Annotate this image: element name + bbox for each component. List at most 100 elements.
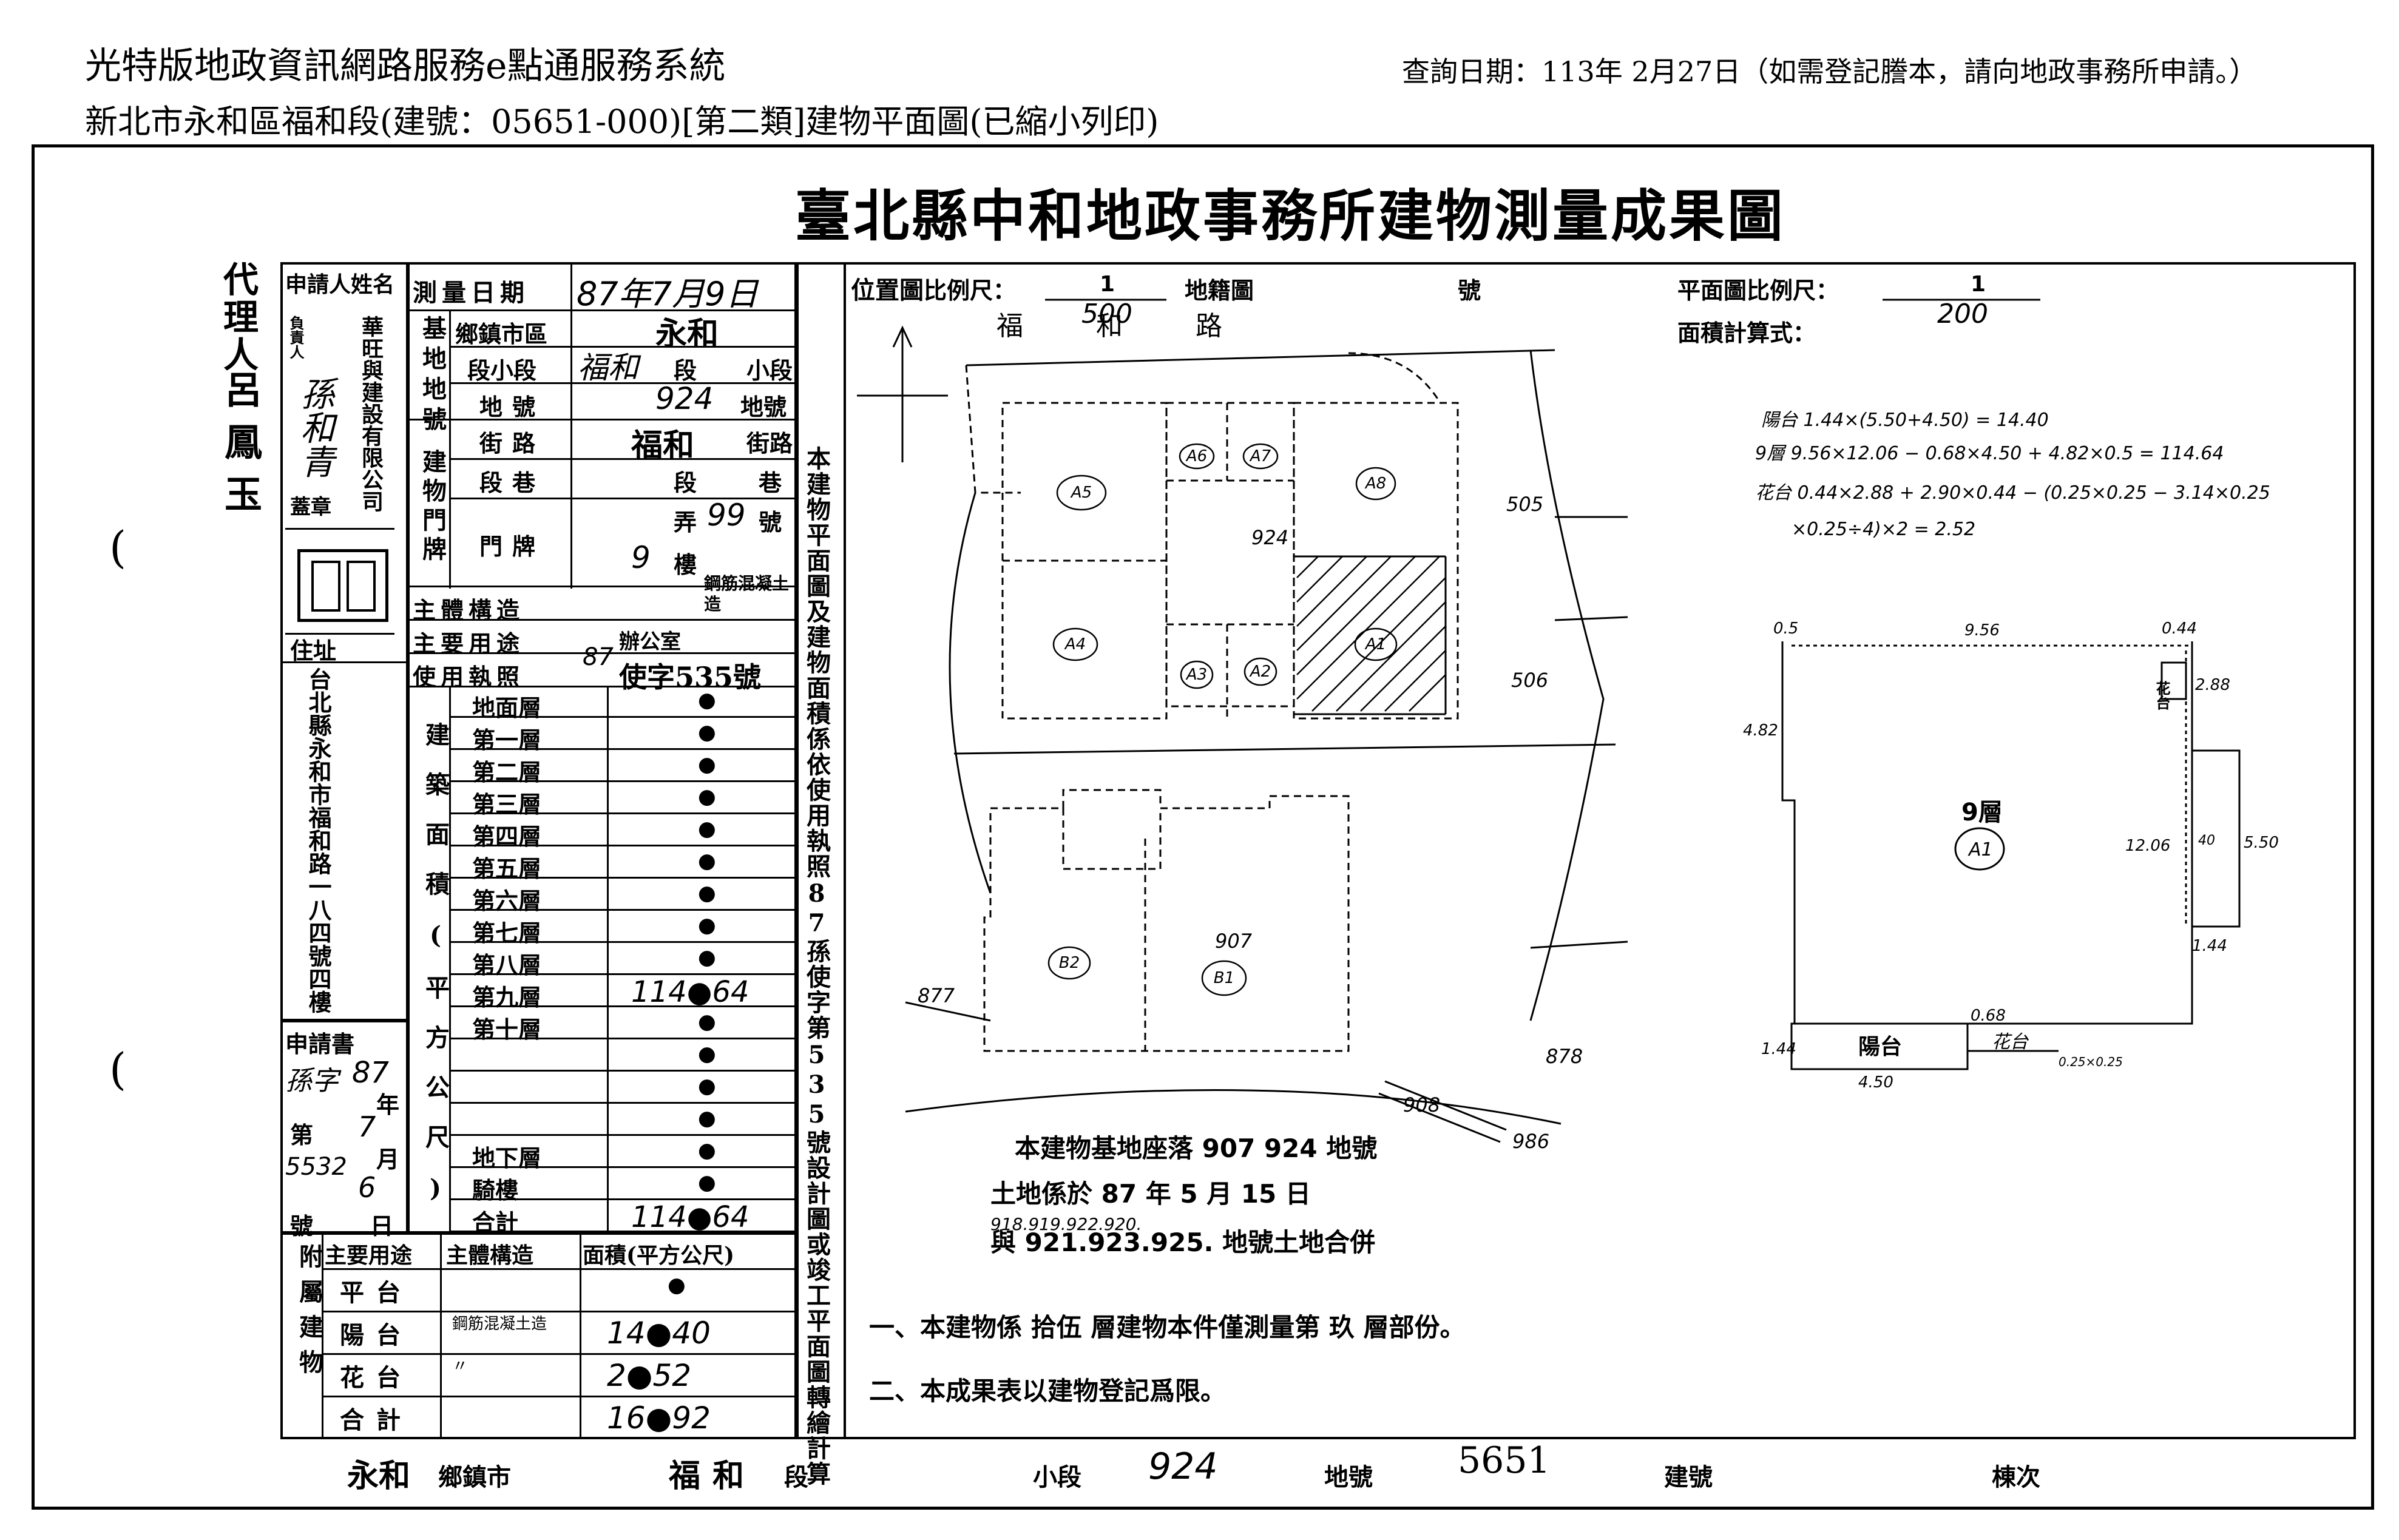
lot-924-label: 924 — [1251, 526, 1288, 549]
area-floor-value: ● — [698, 1074, 716, 1098]
col-usage: 主要用途 — [325, 1243, 413, 1268]
road-label: 福和路 — [996, 311, 1295, 342]
paren-1: ( — [109, 522, 127, 573]
document-frame — [32, 144, 2374, 1510]
attached-area: 14●40 — [607, 1315, 711, 1351]
area-divider — [449, 686, 451, 1233]
divider-3 — [449, 346, 796, 348]
footer-row: 永和 鄉鎮市 福和 段 小段 924 地號 5651 建號 棟次 — [280, 1439, 2356, 1506]
footer-building-no: 5651 — [1458, 1439, 1551, 1482]
section-label: 段小段 — [467, 357, 537, 384]
map-scale-label: 比例尺： — [924, 277, 1016, 304]
dim-144r: 1.44 — [2192, 937, 2227, 955]
area-floor-name: 地面層 — [472, 694, 542, 721]
dim-1206: 12.06 — [2125, 837, 2170, 855]
area-floor-value: ● — [698, 1106, 716, 1130]
footer-count-label: 棟次 — [1992, 1463, 2040, 1491]
plan-scale-label: 平面圖比例尺： — [1677, 277, 1839, 304]
application-word: 孫字 — [285, 1066, 339, 1096]
lot-907-label: 907 — [1215, 930, 1253, 953]
plan-scale-num: 1 — [1971, 272, 1986, 297]
dim-068: 0.68 — [1971, 1007, 2006, 1025]
area-floor-value: ● — [698, 817, 716, 841]
section-suffix: 段 — [674, 357, 697, 384]
agent-name: 呂鳳玉 — [218, 370, 262, 527]
company-name: 華旺與建設有限公司 — [358, 316, 384, 512]
area-row: 第六層 ● — [449, 879, 796, 914]
year-suffix: 年 — [376, 1091, 400, 1118]
permit-prefix: 87 — [583, 643, 614, 671]
divider-10 — [408, 652, 796, 654]
footer-subsection-label: 小段 — [1033, 1463, 1081, 1491]
hatch-area — [1296, 556, 1446, 712]
area-row: ● — [449, 1072, 796, 1104]
attached-divider-3 — [580, 1233, 581, 1439]
divider-5 — [408, 419, 796, 420]
attached-table — [280, 1233, 796, 1439]
application-no: 5532 — [285, 1153, 347, 1181]
area-floor-value: ● — [698, 945, 716, 970]
area-row: 騎樓 ● — [449, 1168, 796, 1204]
area-row: 地下層● — [449, 1136, 796, 1172]
side-40: 40 — [2198, 833, 2215, 848]
calc-3: 花台 0.44×2.88 + 2.90×0.44 − (0.25×0.25 − … — [1755, 482, 2270, 504]
base-note-4: 與 921.923.925. 地號土地合併 — [990, 1228, 1375, 1257]
owner-label: 負責人 — [287, 316, 305, 359]
attached-struct: 鋼筋混凝土造 — [452, 1315, 547, 1333]
area-floor-value: ● — [698, 1170, 716, 1195]
base-label: 基地地號 — [418, 316, 447, 437]
divider-7 — [449, 498, 796, 499]
lane-suffix-2: 巷 — [759, 469, 782, 496]
area-divider-2 — [607, 686, 609, 1233]
area-floor-value: ● — [698, 720, 716, 745]
attached-usage: 花台 — [340, 1363, 413, 1392]
application-box — [280, 1021, 408, 1233]
attached-struct: 〃 — [452, 1357, 469, 1376]
area-floor-value: ● — [698, 688, 716, 712]
area-floor-name: 第六層 — [472, 887, 542, 914]
unit-label: B2 — [1059, 954, 1080, 972]
street-value: 福和 — [631, 427, 695, 464]
area-floor-name: 第十層 — [472, 1016, 542, 1043]
base-divider — [449, 309, 451, 589]
attached-usage: 平台 — [340, 1278, 413, 1307]
map-scale-den: 500 — [1081, 299, 1132, 329]
dim-450: 4.50 — [1858, 1073, 1893, 1092]
area-floor-value: ● — [698, 849, 716, 873]
date-label: 測量日期 — [413, 279, 529, 307]
address-value: 台北縣永和市福和路一八四號四樓 — [305, 667, 332, 1013]
address-divider — [280, 661, 408, 663]
no-label: 第 — [290, 1121, 314, 1149]
lot-908-label: 908 — [1403, 1093, 1440, 1116]
unit-label: A1 — [1364, 635, 1386, 653]
area-floor-value: ● — [698, 881, 716, 905]
attached-row — [322, 1311, 796, 1312]
area-floor-name: 騎樓 — [472, 1177, 519, 1204]
planter-side: 花台 — [2153, 681, 2170, 710]
footer-lot-label: 地號 — [1324, 1463, 1373, 1491]
note-1: 一、本建物係 拾伍 層建物本件僅測量第 玖 層部份。 — [869, 1312, 1466, 1342]
dim-288: 2.88 — [2195, 676, 2230, 694]
number-suffix: 號 — [759, 508, 782, 536]
address-label: 住址 — [290, 637, 337, 664]
floor-label: 9層 — [1961, 799, 2003, 826]
area-floor-value: ● — [698, 1042, 716, 1066]
area-row: 第十層● — [449, 1007, 796, 1043]
area-floor-value: 114●64 — [631, 1200, 749, 1234]
footer-section-suffix: 段 — [784, 1463, 808, 1491]
cadastral-label: 地籍圖 — [1185, 277, 1254, 304]
street-label: 街路 — [479, 430, 546, 457]
attached-divider-2 — [440, 1233, 442, 1439]
area-floor-value: ● — [698, 752, 716, 777]
unit-label: A5 — [1070, 484, 1092, 502]
system-name: 光特版地政資訊網路服務e點通服務系統 — [85, 45, 726, 87]
unit-label: A8 — [1364, 474, 1386, 493]
lane-suffix: 段 — [674, 469, 697, 496]
divider-4 — [449, 382, 796, 384]
survey-divider-2 — [570, 262, 572, 309]
attached-label: 附屬建物 — [295, 1244, 323, 1385]
usage-value: 辦公室 — [619, 630, 681, 654]
number-value: 99 — [707, 498, 746, 533]
application-month: 7 — [358, 1110, 376, 1143]
dim-top: 9.56 — [1964, 621, 2000, 640]
